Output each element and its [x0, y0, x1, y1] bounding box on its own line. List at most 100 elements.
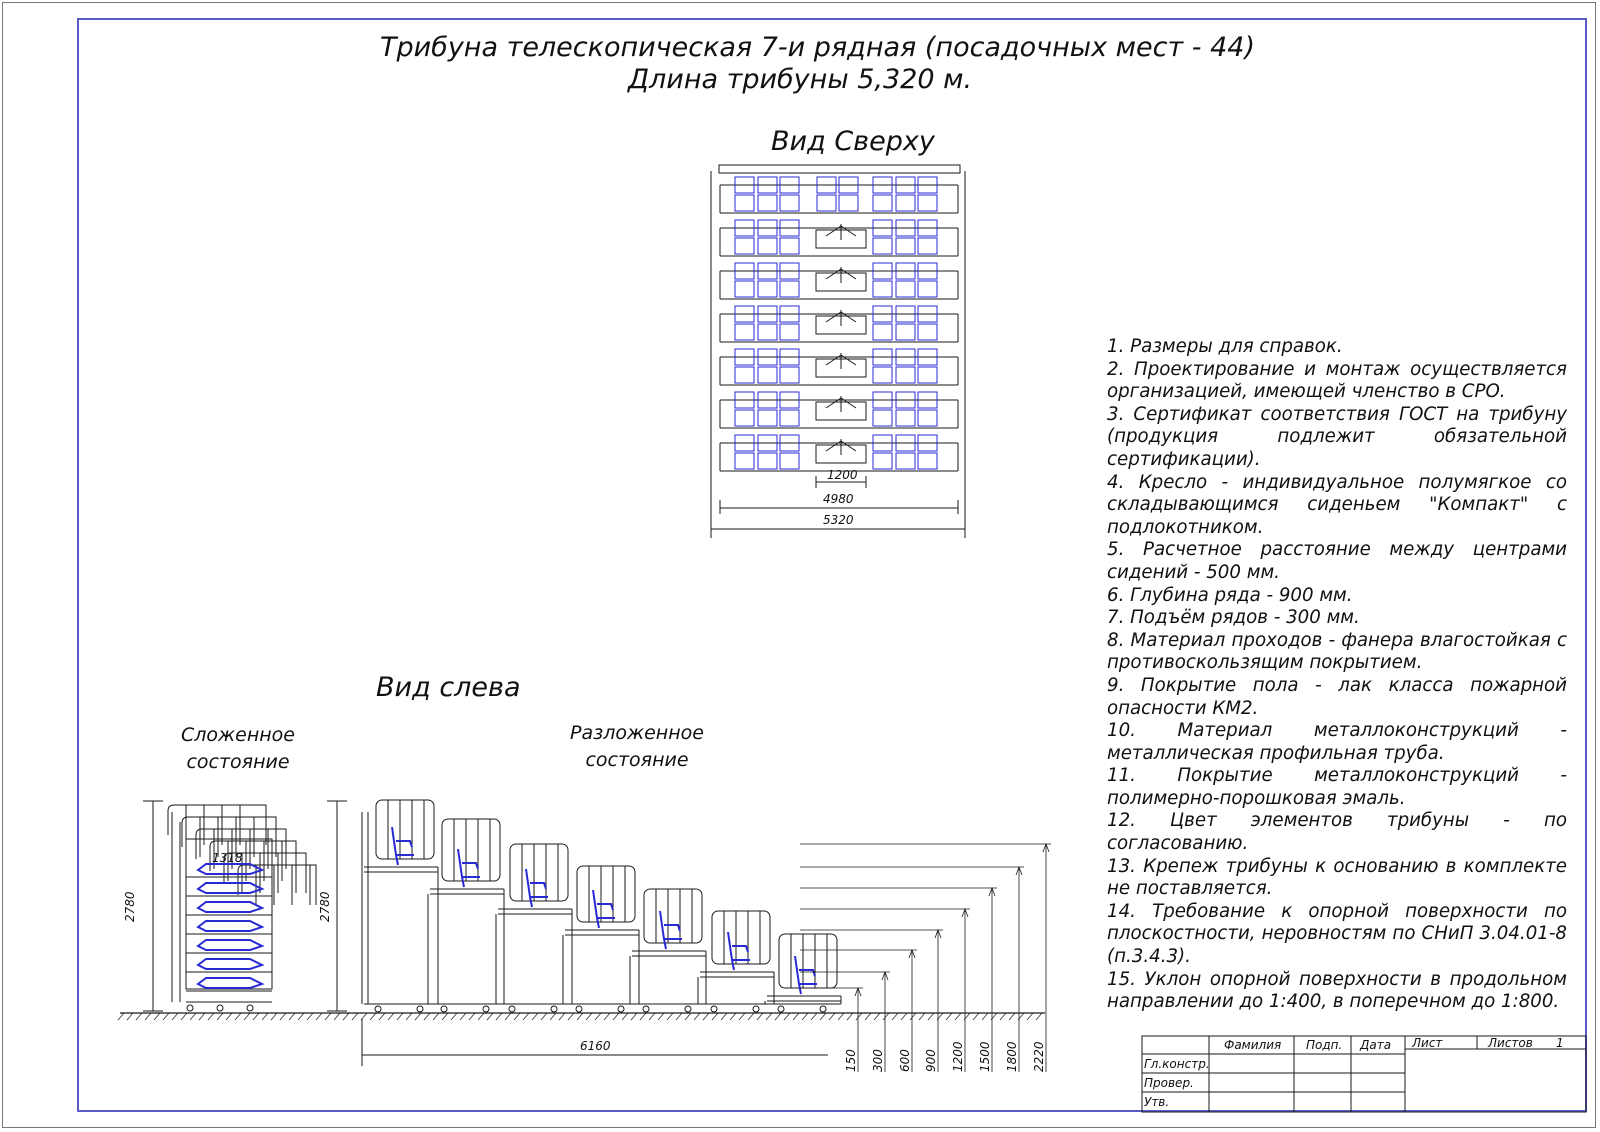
seat-back: [734, 434, 755, 452]
ground-hatch-stroke: [621, 1012, 629, 1021]
seat-row: [719, 219, 959, 257]
ground-hatch-stroke: [765, 1012, 773, 1021]
seat-back: [895, 219, 916, 237]
note-item: 8. Материал проходов - фанера влагостойк…: [1107, 629, 1567, 674]
seat-cushion: [734, 194, 755, 212]
seat-cushion: [872, 237, 893, 255]
ground-hatch-stroke: [657, 1012, 665, 1021]
seat-cushion: [895, 280, 916, 298]
tier-wheel: [642, 1005, 650, 1013]
ground-hatch-stroke: [855, 1012, 863, 1021]
ground-hatch-stroke: [639, 1012, 647, 1021]
seat-back: [757, 348, 778, 366]
ground-hatch-stroke: [774, 1012, 782, 1021]
level-dimension-label: 900: [924, 1049, 938, 1072]
seat-cushion: [838, 194, 859, 212]
note-item: 3. Сертификат соответствия ГОСТ на трибу…: [1107, 403, 1567, 470]
ground-hatch-stroke: [558, 1012, 566, 1021]
seat-cushion: [917, 409, 938, 427]
folded-railing: [167, 804, 267, 845]
note-item: 1. Размеры для справок.: [1107, 336, 1343, 357]
tier-seat: [592, 889, 615, 929]
seat-cushion: [757, 280, 778, 298]
top-view-plan: [710, 164, 966, 538]
ground-hatch-stroke: [504, 1012, 512, 1021]
seat-row: [719, 262, 959, 300]
seat-back: [757, 262, 778, 280]
seat-back: [917, 176, 938, 194]
tier-seat: [727, 931, 750, 971]
ground-hatch-stroke: [576, 1012, 584, 1021]
seat-cushion: [917, 366, 938, 384]
level-arrow: [881, 970, 889, 981]
ground-hatch-stroke: [648, 1012, 656, 1021]
seat-back: [734, 391, 755, 409]
ground-hatch-stroke: [945, 1012, 953, 1021]
seat-row: [719, 176, 959, 214]
top-dim-inner: [719, 500, 959, 514]
tier-railing: [509, 843, 569, 902]
level-arrow: [988, 886, 996, 897]
tier-wheel: [617, 1005, 625, 1013]
seat-back: [895, 305, 916, 323]
top-view-label: Вид Сверху: [771, 126, 935, 157]
aisle-arrow: [825, 397, 842, 409]
seat-back: [779, 348, 800, 366]
level-dimensions: [800, 842, 1051, 1072]
ground-hatch-stroke: [387, 1012, 395, 1021]
drawing-title-line-2: Длина трибуны 5,320 м.: [627, 64, 973, 95]
ground-hatch-stroke: [864, 1012, 872, 1021]
ground-hatch-stroke: [468, 1012, 476, 1021]
ground-hatch-stroke: [234, 1012, 242, 1021]
note-item: 5. Расчетное расстояние между центрами с…: [1107, 539, 1567, 583]
ground-hatch-stroke: [261, 1012, 269, 1021]
seat-back: [872, 434, 893, 452]
tb-row-checked: Провер.: [1144, 1076, 1194, 1090]
seat-back: [779, 391, 800, 409]
drawing-title-line-1: Трибуна телескопическая 7-и рядная (поса…: [380, 32, 1255, 63]
tier-seat: [391, 826, 414, 866]
seat-cushion: [872, 323, 893, 341]
ground-hatch-stroke: [567, 1012, 575, 1021]
ground-hatch-stroke: [846, 1012, 854, 1021]
tier-wheel: [482, 1005, 490, 1013]
ground-hatch-stroke: [351, 1012, 359, 1021]
ground-hatch-stroke: [333, 1012, 341, 1021]
ground-hatch-stroke: [315, 1012, 323, 1021]
ground-hatch-stroke: [801, 1012, 809, 1021]
tier: [364, 799, 439, 1013]
folded-seat: [196, 939, 265, 951]
tier-wheel: [374, 1005, 382, 1013]
ground-hatch-stroke: [396, 1012, 404, 1021]
ground-hatch-stroke: [909, 1012, 917, 1021]
tb-col-surname: Фамилия: [1224, 1038, 1281, 1052]
ground-hatch-stroke: [324, 1012, 332, 1021]
ground-hatch-stroke: [729, 1012, 737, 1021]
folded-seat: [196, 920, 265, 932]
ground-hatch-stroke: [738, 1012, 746, 1021]
aisle-arrow: [840, 225, 857, 237]
seat-cushion: [734, 366, 755, 384]
ground-hatch-stroke: [423, 1012, 431, 1021]
seat-back: [779, 176, 800, 194]
ground-hatch-stroke: [612, 1012, 620, 1021]
tier-wheel: [684, 1005, 692, 1013]
ground-hatch-stroke: [837, 1012, 845, 1021]
seat-back: [872, 262, 893, 280]
top-dim-aisle-label: 1200: [827, 468, 858, 482]
seat-back: [734, 219, 755, 237]
folded-label-line-2: состояние: [186, 751, 290, 773]
level-dimension-label: 2220: [1032, 1041, 1046, 1072]
tier: [495, 843, 573, 1013]
seat-back: [872, 219, 893, 237]
seat-cushion: [895, 323, 916, 341]
ground-hatch-stroke: [828, 1012, 836, 1021]
folded-seat: [196, 882, 265, 894]
seat-back: [734, 176, 755, 194]
ground-hatch-stroke: [162, 1012, 170, 1021]
seat-cushion: [895, 409, 916, 427]
aisle-arrow: [840, 311, 857, 323]
ground-hatch-stroke: [792, 1012, 800, 1021]
ground-hatch-stroke: [450, 1012, 458, 1021]
